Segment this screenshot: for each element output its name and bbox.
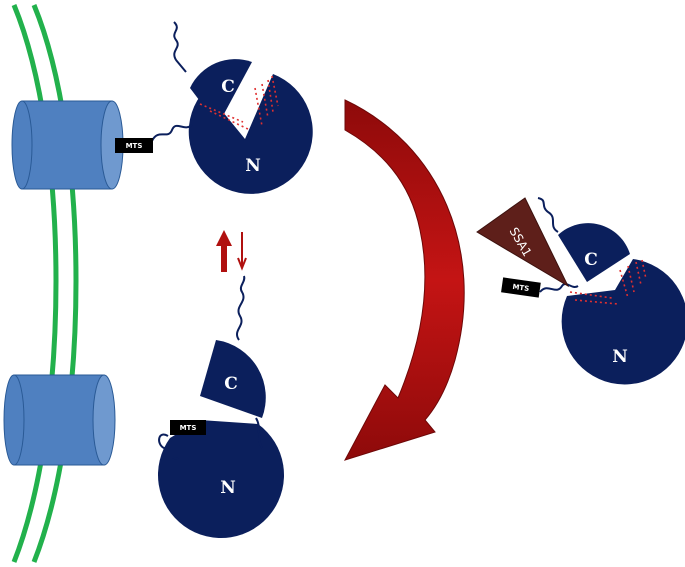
mts-tag-bottom xyxy=(170,420,206,435)
c-label-right: C xyxy=(584,250,598,270)
hbond-lines-right xyxy=(569,259,647,305)
c-domain-bottom xyxy=(200,340,266,418)
protein-top: MTS C N xyxy=(115,21,313,194)
c-terminal-tail-right xyxy=(537,197,559,233)
n-label-right: N xyxy=(612,347,628,367)
membrane xyxy=(11,4,79,563)
c-terminal-tail-bottom xyxy=(236,275,246,341)
import-channel-bottom xyxy=(3,374,116,466)
n-domain-right xyxy=(561,259,685,385)
c-domain-top xyxy=(190,59,252,125)
protein-bottom: MTS C N xyxy=(157,275,285,539)
arrow-down xyxy=(237,232,247,271)
protein-right: MTS C N xyxy=(501,197,685,385)
c-terminal-tail-top xyxy=(173,21,187,73)
c-label-bottom: C xyxy=(224,374,238,394)
linker-bottom xyxy=(158,433,179,460)
c-domain-right xyxy=(558,223,630,282)
equilibrium-arrows xyxy=(216,230,247,272)
n-label-top: N xyxy=(245,156,261,176)
n-label-bottom: N xyxy=(220,478,236,498)
ssa1-chaperone: SSA1 xyxy=(476,197,570,288)
mts-label-right: MTS xyxy=(512,283,530,293)
n-domain-top xyxy=(188,74,313,194)
linker-right xyxy=(539,283,579,293)
mts-label-bottom: MTS xyxy=(180,424,197,432)
mts-label-top: MTS xyxy=(126,142,143,150)
mts-tag-right xyxy=(501,277,541,298)
n-domain-bottom xyxy=(157,420,285,539)
arrow-up xyxy=(216,230,232,272)
linker-top xyxy=(151,124,193,142)
interdomain-linker-bottom xyxy=(255,417,263,449)
c-label-top: C xyxy=(221,77,235,97)
transition-arrow xyxy=(343,99,465,461)
mts-tag-top xyxy=(115,138,153,153)
hbond-lines-top xyxy=(199,75,279,131)
import-channel-top xyxy=(11,100,124,190)
